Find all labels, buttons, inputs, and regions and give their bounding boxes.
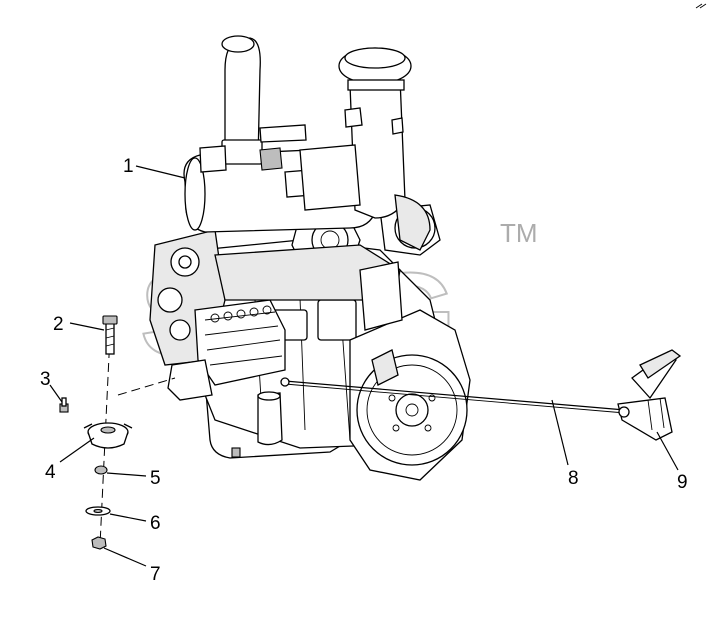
engine-mount-bracket <box>167 359 213 401</box>
callout-6: 6 <box>150 513 161 534</box>
callout-9: 9 <box>677 472 688 493</box>
leader-2 <box>69 322 105 331</box>
leader-8 <box>551 399 569 466</box>
leader-5 <box>106 472 147 477</box>
throttle-linkage <box>280 349 682 441</box>
callout-5: 5 <box>150 468 161 489</box>
leader-9 <box>656 431 679 471</box>
leader-3 <box>49 384 63 403</box>
watermark-trademark: TM <box>500 218 538 248</box>
mount-washer-large <box>85 506 111 516</box>
callout-8: 8 <box>568 468 579 489</box>
leader-6 <box>109 513 147 522</box>
callout-1: 1 <box>123 156 134 177</box>
leader-1 <box>135 165 186 179</box>
callout-3: 3 <box>40 369 51 390</box>
callout-2: 2 <box>53 314 64 335</box>
mount-nut <box>91 536 107 550</box>
corner-mark <box>695 3 707 9</box>
mount-stack <box>59 315 176 550</box>
leader-7 <box>103 547 147 567</box>
air-cleaner <box>299 47 431 251</box>
block-cover-plate-2 <box>317 299 357 341</box>
callouts: 1 2 3 4 5 6 7 8 9 <box>40 156 688 585</box>
accelerator-pedal <box>617 349 682 441</box>
leader-4 <box>59 437 95 463</box>
fuel-filter <box>257 392 283 446</box>
mount-bolt <box>102 315 118 355</box>
leader-lines <box>49 165 679 567</box>
rubber-mount <box>83 422 133 449</box>
throttle-cable <box>284 380 626 411</box>
callout-7: 7 <box>150 564 161 585</box>
oil-pan-plug <box>231 447 241 458</box>
callout-4: 4 <box>45 462 56 483</box>
mount-washer-small <box>94 465 108 475</box>
